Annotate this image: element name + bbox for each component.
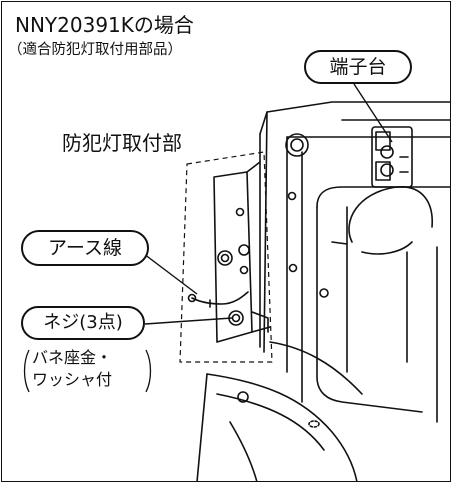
mount-section-outline (179, 151, 273, 363)
screws-note: バネ座金・ ワッシャ付 (22, 348, 154, 394)
ground-wire-leader (143, 253, 198, 295)
note-line-2: ワッシャ付 (32, 370, 113, 389)
ground-wire-label: アース線 (21, 230, 149, 266)
screw-top (217, 250, 233, 266)
screws-label: ネジ(3点) (21, 306, 145, 340)
page-title: NNY20391Kの場合 (15, 13, 194, 37)
housing-socket (285, 133, 309, 157)
note-line-1: バネ座金・ (32, 348, 113, 367)
terminal-block-label: 端子台 (304, 50, 412, 84)
inner-compartment (316, 186, 450, 208)
terminal-leader (353, 83, 393, 143)
screws-leader (144, 317, 233, 325)
internal-wire (348, 186, 433, 243)
mount-section-label: 防犯灯取付部 (62, 131, 182, 155)
ground-wire (191, 291, 249, 305)
housing-back (259, 101, 450, 135)
fixture-arm (196, 373, 208, 481)
screw-mid (238, 244, 250, 256)
note-brackets (23, 349, 152, 393)
page-subtitle: （適合防犯灯取付用部品） (8, 42, 182, 58)
fixture-illustration (143, 83, 450, 481)
